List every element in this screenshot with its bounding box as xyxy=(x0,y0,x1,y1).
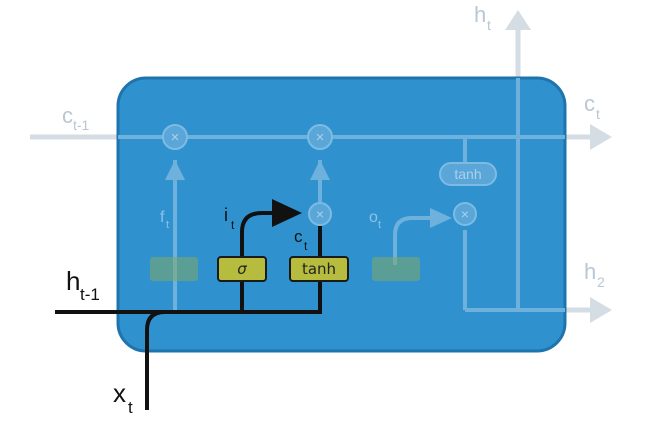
label-x-in: x t xyxy=(113,378,133,417)
svg-text:×: × xyxy=(461,206,469,222)
hidden-out-arrowhead xyxy=(590,297,612,323)
cell-state-arrowhead xyxy=(590,124,612,150)
update-arrowhead xyxy=(310,160,330,180)
tanh-op-output: tanh xyxy=(439,162,497,186)
forget-arrowhead xyxy=(165,160,185,180)
forget-gate-label: f t xyxy=(160,209,169,231)
svg-text:×: × xyxy=(316,129,325,146)
output-gate-label: o t xyxy=(369,209,381,231)
lstm-cell xyxy=(116,76,567,353)
forget-gate xyxy=(150,257,198,281)
svg-text:t: t xyxy=(304,239,308,253)
svg-text:h: h xyxy=(584,259,596,284)
active-input-path xyxy=(55,211,322,410)
input-gate-sigma: σ xyxy=(217,256,267,282)
label-i-gate: i t xyxy=(224,205,235,232)
svg-text:tanh: tanh xyxy=(302,260,336,278)
svg-text:c: c xyxy=(584,91,595,116)
svg-text:c: c xyxy=(62,103,73,128)
input-gate-arrowhead xyxy=(272,199,302,227)
svg-text:x: x xyxy=(113,378,126,408)
label-c-next: c t xyxy=(584,91,600,122)
svg-text:t: t xyxy=(231,218,235,232)
svg-text:t: t xyxy=(128,398,133,417)
output-gate xyxy=(372,257,420,281)
label-h-top: h t xyxy=(474,2,491,33)
svg-text:c: c xyxy=(294,227,303,246)
candidate-gate-tanh: tanh xyxy=(289,256,349,282)
svg-text:σ: σ xyxy=(237,260,247,278)
multiply-op-forget: × xyxy=(162,124,188,150)
svg-text:f: f xyxy=(160,209,165,226)
svg-text:t: t xyxy=(596,106,600,122)
svg-text:2: 2 xyxy=(597,274,605,290)
svg-text:i: i xyxy=(224,205,228,225)
multiply-op-input: × xyxy=(308,202,332,226)
svg-text:×: × xyxy=(316,206,324,222)
faded-internals xyxy=(118,78,565,312)
hidden-top-arrowhead xyxy=(505,10,531,30)
label-c-prev: c t-1 xyxy=(62,103,90,133)
svg-text:t: t xyxy=(166,219,169,231)
svg-text:tanh: tanh xyxy=(454,166,481,182)
svg-text:h: h xyxy=(474,2,486,27)
svg-text:h: h xyxy=(66,266,80,296)
label-c-tilde: c t xyxy=(294,227,308,253)
output-arrowhead xyxy=(430,208,452,228)
svg-text:t-1: t-1 xyxy=(73,117,90,133)
svg-text:o: o xyxy=(369,209,378,226)
multiply-op-output: × xyxy=(453,202,477,226)
svg-text:t: t xyxy=(378,219,381,231)
svg-text:t-1: t-1 xyxy=(80,285,100,304)
multiply-op-update: × xyxy=(307,124,333,150)
svg-text:t: t xyxy=(487,17,491,33)
svg-text:×: × xyxy=(171,129,180,146)
label-h-out: h 2 xyxy=(584,259,605,290)
label-h-prev: h t-1 xyxy=(66,266,100,304)
